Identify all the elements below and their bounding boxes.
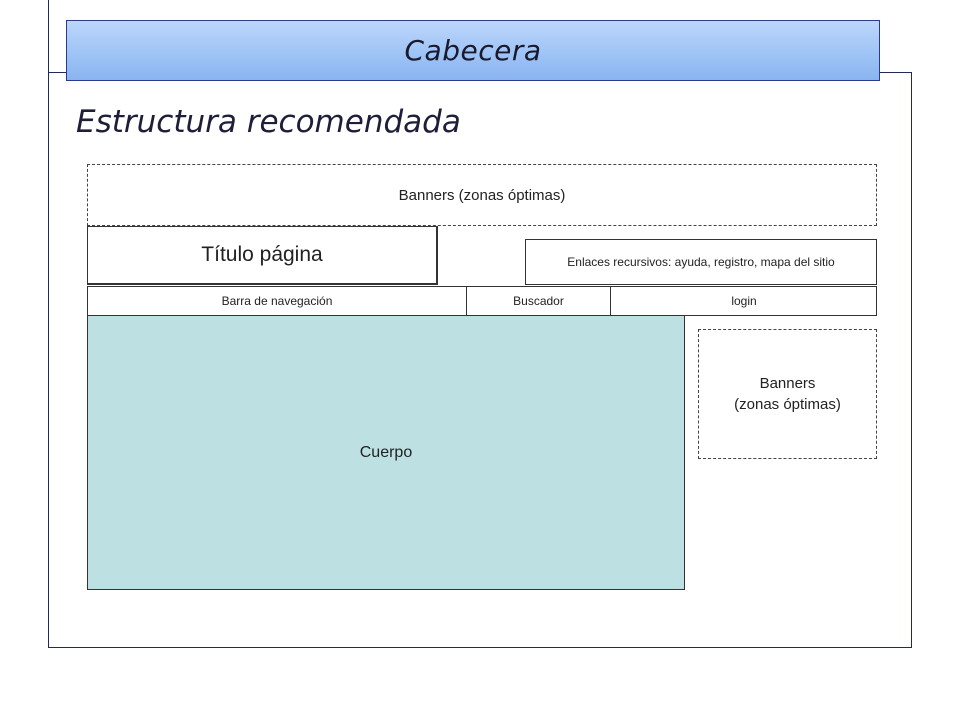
banner-top-zone: Banners (zonas óptimas) bbox=[87, 164, 877, 226]
nav-bar-zone: Barra de navegación bbox=[88, 287, 467, 315]
slide-subtitle: Estructura recomendada bbox=[76, 104, 461, 140]
banner-side-zone: Banners (zonas óptimas) bbox=[698, 329, 877, 459]
banner-side-line1: Banners bbox=[759, 375, 816, 392]
page-title-zone: Título página bbox=[87, 226, 438, 285]
header-title: Cabecera bbox=[404, 34, 542, 67]
login-zone: login bbox=[731, 294, 757, 308]
recursive-links-zone: Enlaces recursivos: ayuda, registro, map… bbox=[525, 239, 877, 285]
body-zone: Cuerpo bbox=[87, 316, 685, 590]
banner-side-line2: (zonas óptimas) bbox=[734, 396, 841, 413]
search-zone: Buscador bbox=[467, 287, 611, 315]
header-band: Cabecera bbox=[66, 20, 880, 81]
frame-left-stub bbox=[48, 0, 49, 72]
nav-row: Barra de navegación Buscador login bbox=[87, 286, 877, 316]
